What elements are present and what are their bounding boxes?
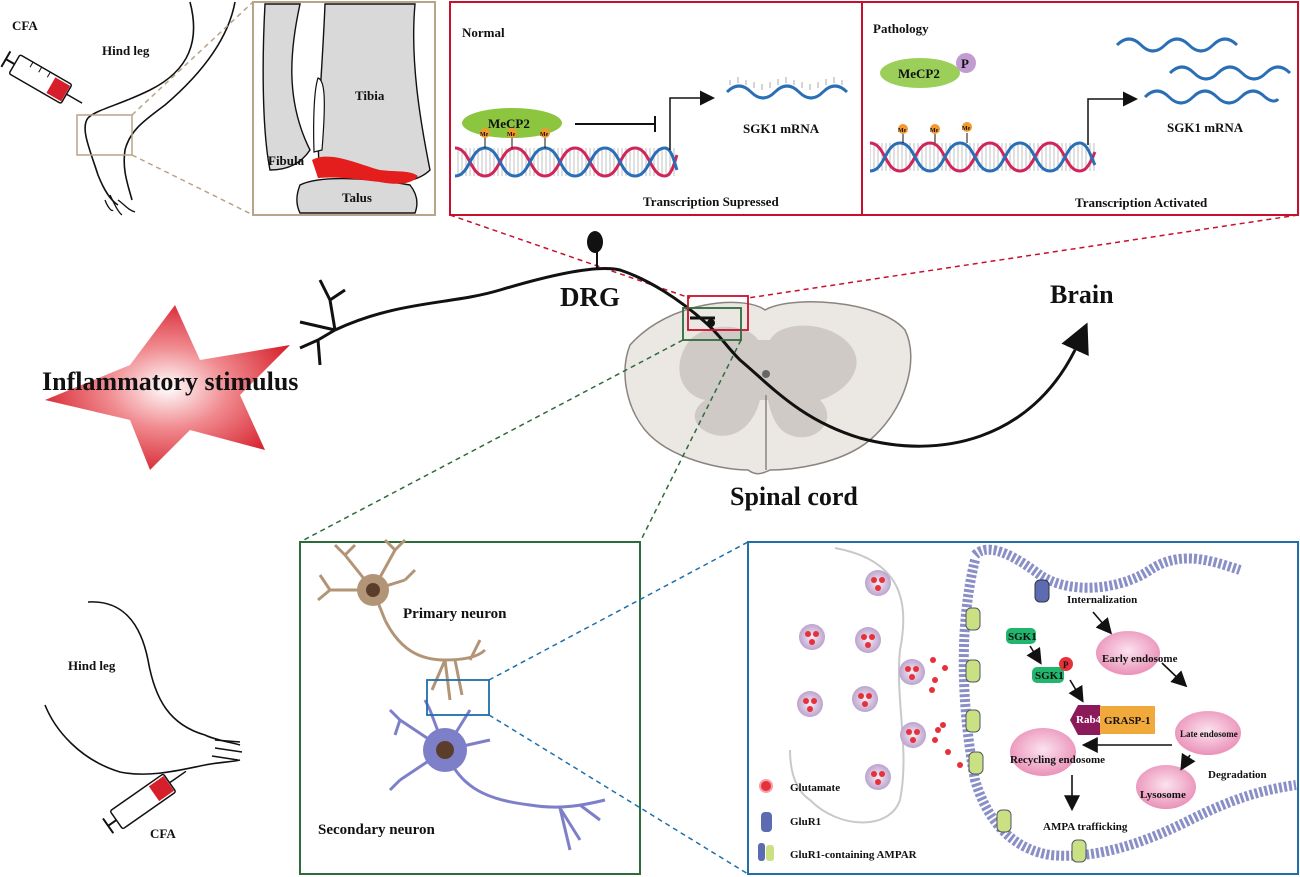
recycling-endosome-label: Recycling endosome <box>1010 754 1105 766</box>
early-endosome-label: Early endosome <box>1102 653 1178 665</box>
sgk1-phospho-box <box>1032 667 1064 683</box>
synapse-legend: Glutamate GluR1 GluR1-containing AMPAR <box>758 779 918 861</box>
ampar-icon <box>758 843 774 861</box>
lysosome <box>1136 765 1196 809</box>
red-connector-right <box>747 214 1299 299</box>
trafficking-arrows <box>1026 611 1196 812</box>
ampa-trafficking-label: AMPA trafficking <box>1043 821 1128 833</box>
degradation-label: Degradation <box>1208 769 1267 781</box>
neuron-panel: Primary neuron Secondary neuron <box>299 538 641 875</box>
synapse-dot <box>707 319 715 327</box>
brain-label: Brain <box>1050 280 1114 309</box>
glutamate-icon <box>759 779 773 793</box>
late-endosome-label: Late endosome <box>1180 729 1238 739</box>
ankle-panel: Tibia Fibula Talus <box>252 1 436 216</box>
sgk1-label-2: SGK1 <box>1035 670 1064 682</box>
sgk1-box <box>1006 628 1036 644</box>
pathology-mrna-label: SGK1 mRNA <box>1167 120 1244 135</box>
pathology-me-2: Me <box>930 128 939 134</box>
vesicles <box>797 570 926 790</box>
syringe-icon <box>0 50 83 104</box>
pathology-caption: Transcription Activated <box>1075 195 1208 210</box>
normal-mecp2: MeCP2 Me Me Me <box>462 108 562 148</box>
recycling-endosome <box>1010 728 1076 776</box>
legend-ampar: GluR1-containing AMPAR <box>790 849 918 861</box>
tibia-label: Tibia <box>355 88 385 103</box>
normal-me-1: Me <box>480 132 489 138</box>
pathology-title: Pathology <box>873 21 929 36</box>
inflammatory-star <box>45 305 290 470</box>
pathology-transcription-arrow <box>1087 91 1138 145</box>
top-hind-leg-label: Hind leg <box>102 43 150 58</box>
normal-mecp2-label: MeCP2 <box>488 116 530 131</box>
normal-mrna-label: SGK1 mRNA <box>743 121 820 136</box>
green-connector-left <box>299 339 684 543</box>
pathology-mecp2-label: MeCP2 <box>898 66 940 81</box>
pathology-p-label: P <box>961 56 969 71</box>
rab4-label: Rab4 <box>1076 714 1102 726</box>
normal-me-2: Me <box>507 132 516 138</box>
inhibition-arrow <box>575 116 656 132</box>
normal-title: Normal <box>462 25 505 40</box>
secondary-neuron-label: Secondary neuron <box>318 822 435 838</box>
sgk1-label-1: SGK1 <box>1008 631 1037 643</box>
blue-zoom-box <box>426 679 490 716</box>
ampar-receptors <box>965 579 1087 863</box>
pathology-me-1: Me <box>898 128 907 134</box>
lysosome-label: Lysosome <box>1140 789 1186 801</box>
normal-mrna <box>725 77 849 100</box>
postsynaptic-membrane-top <box>971 544 1242 593</box>
grasp1-label: GRASP-1 <box>1104 715 1150 727</box>
normal-dna <box>454 146 679 178</box>
spinal-cord-label: Spinal cord <box>730 482 858 511</box>
pathology-dna: Me Me Me <box>869 122 1097 173</box>
phospho-label: P <box>1063 660 1069 670</box>
synapse-panel: SGK1 SGK1 P Rab4 GRASP-1 Internalization… <box>747 541 1299 875</box>
bottom-syringe-icon <box>102 770 187 834</box>
bottom-left-leg-figure <box>44 601 243 775</box>
top-cfa-label: CFA <box>12 18 38 33</box>
primary-neuron-label: Primary neuron <box>403 606 507 622</box>
normal-caption: Transcription Supressed <box>643 194 779 209</box>
presynaptic-membrane <box>789 547 905 824</box>
bottom-hind-leg-label: Hind leg <box>68 658 116 673</box>
glur1-icon <box>761 812 772 832</box>
internalization-label: Internalization <box>1067 594 1137 606</box>
red-zoom-box <box>687 295 749 331</box>
green-connector-right <box>639 339 742 543</box>
brain-arrow <box>1061 322 1089 357</box>
fibula-label: Fibula <box>268 153 305 168</box>
spinal-cord <box>624 301 912 475</box>
late-endosome <box>1175 711 1241 755</box>
glutamate-dots <box>803 577 963 785</box>
top-left-leg-figure: CFA Hind leg <box>0 1 254 216</box>
phospho-dot <box>1059 657 1073 671</box>
blue-connector-top <box>488 541 749 681</box>
bottom-cfa-label: CFA <box>150 826 176 841</box>
talus-label: Talus <box>342 190 372 205</box>
normal-me-3: Me <box>540 132 549 138</box>
drg-label: DRG <box>560 282 620 312</box>
stimulus-label: Inflammatory stimulus <box>42 367 298 396</box>
blue-connector-bottom <box>488 714 749 875</box>
mecp2-panel: Normal MeCP2 Me Me Me SGK1 mR <box>449 1 1299 216</box>
rab4-shape <box>1070 705 1108 735</box>
normal-transcription-arrow <box>669 90 715 150</box>
drg-soma <box>587 231 603 253</box>
pathology-mrna <box>1115 37 1292 105</box>
early-endosome <box>1096 631 1160 675</box>
green-zoom-box <box>682 307 742 341</box>
pathology-me-3: Me <box>962 126 971 132</box>
legend-glur1: GluR1 <box>790 816 821 828</box>
postsynaptic-membrane <box>958 558 1297 861</box>
legend-glutamate: Glutamate <box>790 782 840 794</box>
pathology-mecp2: MeCP2 P <box>880 53 976 88</box>
grasp1-shape <box>1100 706 1155 734</box>
